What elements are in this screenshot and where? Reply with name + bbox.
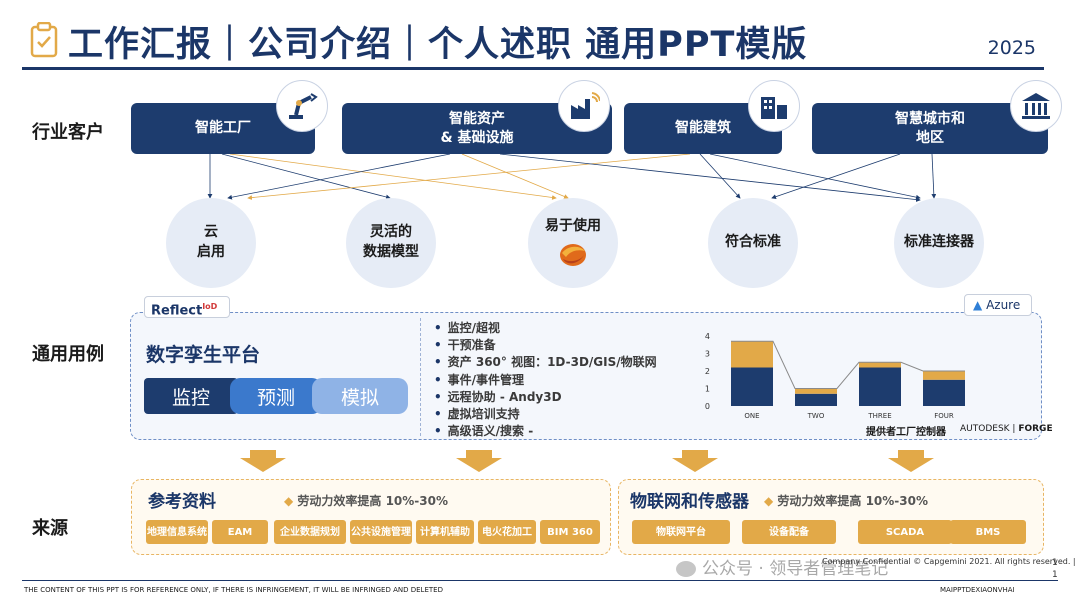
- swirl-logo-icon: [560, 243, 586, 266]
- bullet-item: 虚拟培训支持: [434, 406, 657, 423]
- iot-chip[interactable]: 物联网平台: [632, 520, 730, 544]
- y-tick-label: 3: [705, 350, 710, 359]
- feature-label: 易于使用: [545, 218, 601, 235]
- autodesk-forge-logo: AUTODESK | FORGE: [960, 424, 1053, 434]
- feature-label: 标准连接器: [904, 234, 974, 251]
- iot-title: 物联网和传感器: [630, 492, 749, 512]
- provider-text: 提供者工厂控制器: [866, 427, 946, 438]
- pill-predict[interactable]: 预测: [230, 378, 322, 414]
- bar-segment: [923, 371, 965, 380]
- footer-divider: [22, 580, 1058, 581]
- bar-segment: [731, 341, 773, 368]
- buildings-icon: [748, 80, 800, 132]
- bar-segment: [731, 367, 773, 406]
- feature-standards-compliant: 符合标准: [708, 198, 798, 288]
- y-tick-label: 4: [705, 332, 710, 341]
- x-tick-label: TWO: [807, 412, 825, 420]
- reference-title: 参考资料: [148, 492, 216, 512]
- page-number-1: 1: [1052, 558, 1058, 568]
- ref-chip[interactable]: 公共设施管理: [350, 520, 412, 544]
- row-label-industry: 行业客户: [32, 122, 104, 143]
- ref-chip[interactable]: EAM: [212, 520, 268, 544]
- iot-chip[interactable]: 设备配备: [742, 520, 836, 544]
- ref-chip[interactable]: 地理信息系统: [146, 520, 208, 544]
- bullet-item: 高级语义/搜索 -: [434, 423, 657, 440]
- industry-smart-city[interactable]: 智慧城市和 地区: [812, 103, 1048, 154]
- forge-bold: FORGE: [1018, 424, 1053, 434]
- y-tick-label: 2: [705, 367, 710, 376]
- bar-segment: [795, 393, 837, 406]
- down-arrow-icon: [672, 450, 718, 472]
- x-tick-label: FOUR: [934, 412, 954, 420]
- page-number-2: 1: [1052, 570, 1058, 580]
- y-tick-label: 0: [705, 402, 710, 411]
- feature-label: 符合标准: [725, 234, 781, 251]
- down-arrow-icon: [456, 450, 502, 472]
- pill-monitor[interactable]: 监控: [144, 378, 238, 414]
- year-label: 2025: [987, 37, 1036, 59]
- panel-divider: [420, 318, 421, 436]
- iot-note-text: 劳动力效率提高 10%-30%: [777, 494, 929, 508]
- iot-chip[interactable]: BMS: [950, 520, 1026, 544]
- bullet-item: 事件/事件管理: [434, 372, 657, 389]
- bar-segment: [859, 362, 901, 368]
- feature-easy-to-use: 易于使用: [528, 198, 618, 288]
- ref-chip[interactable]: 计算机辅助: [416, 520, 474, 544]
- feature-flexible-model: 灵活的 数据模型: [346, 198, 436, 288]
- factory-signal-icon: [558, 80, 610, 132]
- digital-twin-title: 数字孪生平台: [146, 344, 261, 366]
- pill-simulate[interactable]: 模拟: [312, 378, 408, 414]
- feature-cloud-enabled: 云 启用: [166, 198, 256, 288]
- x-tick-label: THREE: [867, 412, 891, 420]
- trend-line: [731, 340, 965, 389]
- forge-text: AUTODESK: [960, 424, 1010, 434]
- bullet-item: 资产 360° 视图：1D-3D/GIS/物联网: [434, 354, 657, 371]
- footer-disclaimer: THE CONTENT OF THIS PPT IS FOR REFERENCE…: [24, 586, 443, 594]
- robot-arm-icon: [276, 80, 328, 132]
- down-arrow-icon: [888, 450, 934, 472]
- government-building-icon: [1010, 80, 1062, 132]
- title-divider: [22, 67, 1044, 70]
- ref-chip[interactable]: BIM 360: [540, 520, 600, 544]
- page-title: 工作汇报｜公司介绍｜个人述职 通用PPT模版: [68, 25, 808, 65]
- clipboard-check-icon: [30, 22, 58, 58]
- bullet-item: 监控/超视: [434, 320, 657, 337]
- confidential-notice: Company Confidential © Capgemini 2021. A…: [822, 557, 1076, 566]
- iot-note: ◆ 劳动力效率提高 10%-30%: [764, 494, 929, 508]
- reflect-logo: ReflectIoD: [144, 296, 230, 318]
- down-arrow-icon: [240, 450, 286, 472]
- wechat-icon: [676, 561, 696, 577]
- azure-logo: ▲ Azure: [964, 294, 1032, 316]
- watermark-text: 公众号 · 领导者管理笔记: [702, 559, 889, 579]
- bullet-item: 干预准备: [434, 337, 657, 354]
- feature-bullet-list: 监控/超视 干预准备 资产 360° 视图：1D-3D/GIS/物联网 事件/事…: [434, 320, 657, 440]
- y-tick-label: 1: [705, 385, 710, 394]
- wechat-watermark: 公众号 · 领导者管理笔记: [676, 554, 888, 579]
- bar-segment: [859, 367, 901, 406]
- ref-chip[interactable]: 企业数据规划: [274, 520, 346, 544]
- azure-label: Azure: [986, 298, 1021, 312]
- x-tick-label: ONE: [744, 412, 759, 420]
- feature-label: 灵活的 数据模型: [363, 224, 419, 260]
- bar-segment: [795, 388, 837, 394]
- reflect-logo-sup: IoD: [202, 302, 218, 311]
- reference-note-text: 劳动力效率提高 10%-30%: [297, 494, 449, 508]
- iot-chip[interactable]: SCADA: [858, 520, 952, 544]
- feature-standard-connectors: 标准连接器: [894, 198, 984, 288]
- ref-chip[interactable]: 电火花加工: [478, 520, 536, 544]
- row-label-source: 来源: [32, 518, 68, 539]
- footer-brand: MAIPPTDEXIAONVHAI: [940, 586, 1015, 594]
- bullet-item: 远程协助 - Andy3D: [434, 389, 657, 406]
- row-label-usecase: 通用用例: [32, 344, 104, 365]
- feature-label: 云 启用: [197, 224, 225, 260]
- bar-segment: [923, 379, 965, 406]
- reference-note: ◆ 劳动力效率提高 10%-30%: [284, 494, 449, 508]
- reflect-logo-text: Reflect: [151, 303, 203, 319]
